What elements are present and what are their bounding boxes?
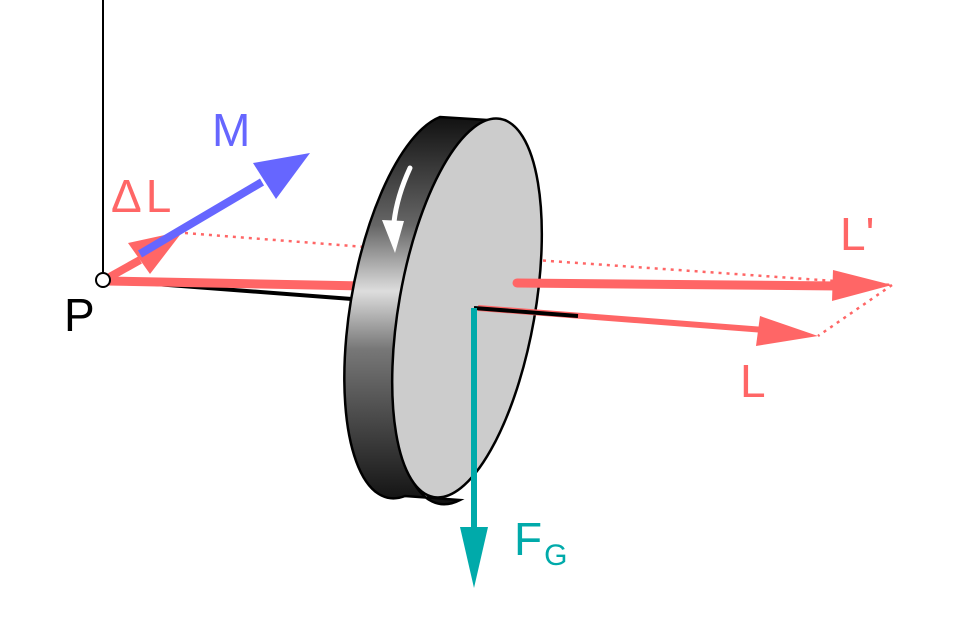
disk-face: [390, 117, 544, 499]
gravity-arrow: [460, 308, 488, 588]
pivot-label: P: [64, 289, 95, 341]
pivot-point: [95, 272, 111, 288]
gravity-label: FG: [514, 513, 567, 572]
l-label: L: [740, 355, 766, 407]
axle-right: [473, 306, 579, 318]
delta-l-letter: L: [146, 170, 172, 222]
gravity-subscript: G: [544, 539, 567, 572]
dotted-line-tip: [817, 283, 893, 338]
delta-l-label: ΔL: [111, 170, 171, 222]
torque-label: M: [212, 104, 250, 156]
l-vector-shaft-left: [105, 276, 366, 291]
dotted-line-l-prime: [534, 258, 893, 287]
l-prime-arrow: [512, 270, 892, 301]
rotation-direction-arrow: [382, 165, 413, 253]
gravity-main: F: [514, 513, 542, 565]
torque-arrow: [137, 153, 310, 258]
delta-l-arrow: [104, 231, 183, 283]
l-prime-label: L': [840, 208, 874, 260]
delta-symbol: Δ: [111, 170, 142, 222]
dotted-line-delta-l: [184, 231, 366, 249]
spinning-disk: [343, 115, 544, 506]
